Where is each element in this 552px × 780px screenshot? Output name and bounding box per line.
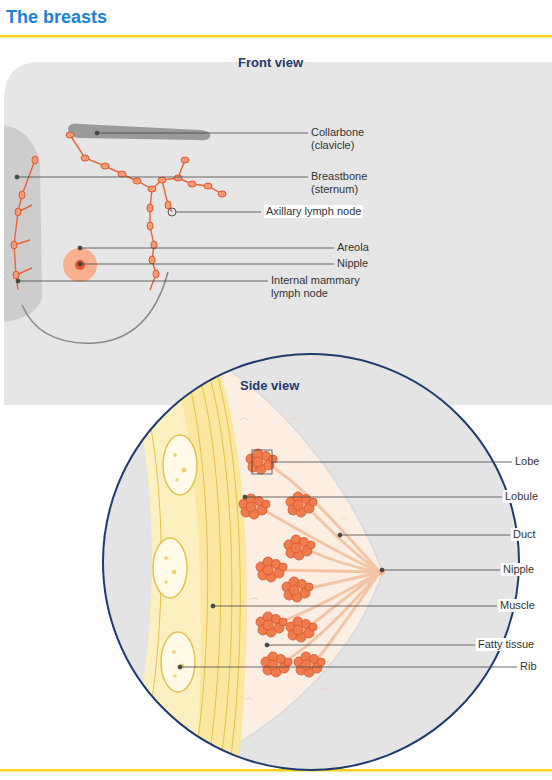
part-label: Internal mammary lymph node xyxy=(271,274,375,300)
part-label: Collarbone (clavicle) xyxy=(311,126,393,152)
part-label: Fatty tissue xyxy=(476,638,536,651)
part-label: Areola xyxy=(337,241,369,254)
bottom-rule xyxy=(0,769,552,772)
title-rule xyxy=(0,35,552,38)
view-heading: Side view xyxy=(240,378,299,394)
part-label: Axillary lymph node xyxy=(264,205,363,218)
part-label: Breastbone (sternum) xyxy=(311,170,393,196)
title: The breasts xyxy=(6,6,107,28)
part-label: Muscle xyxy=(498,599,537,612)
part-label: Nipple xyxy=(501,563,536,576)
part-label: Rib xyxy=(518,660,539,673)
front-view-figure xyxy=(4,62,552,405)
part-label: Nipple xyxy=(337,257,368,270)
side-view-figure xyxy=(100,350,530,780)
part-label: Lobe xyxy=(513,455,541,468)
side-leader-lines xyxy=(178,450,517,669)
view-heading: Front view xyxy=(238,55,303,71)
part-label: Lobule xyxy=(503,490,540,503)
part-label: Duct xyxy=(511,528,538,541)
